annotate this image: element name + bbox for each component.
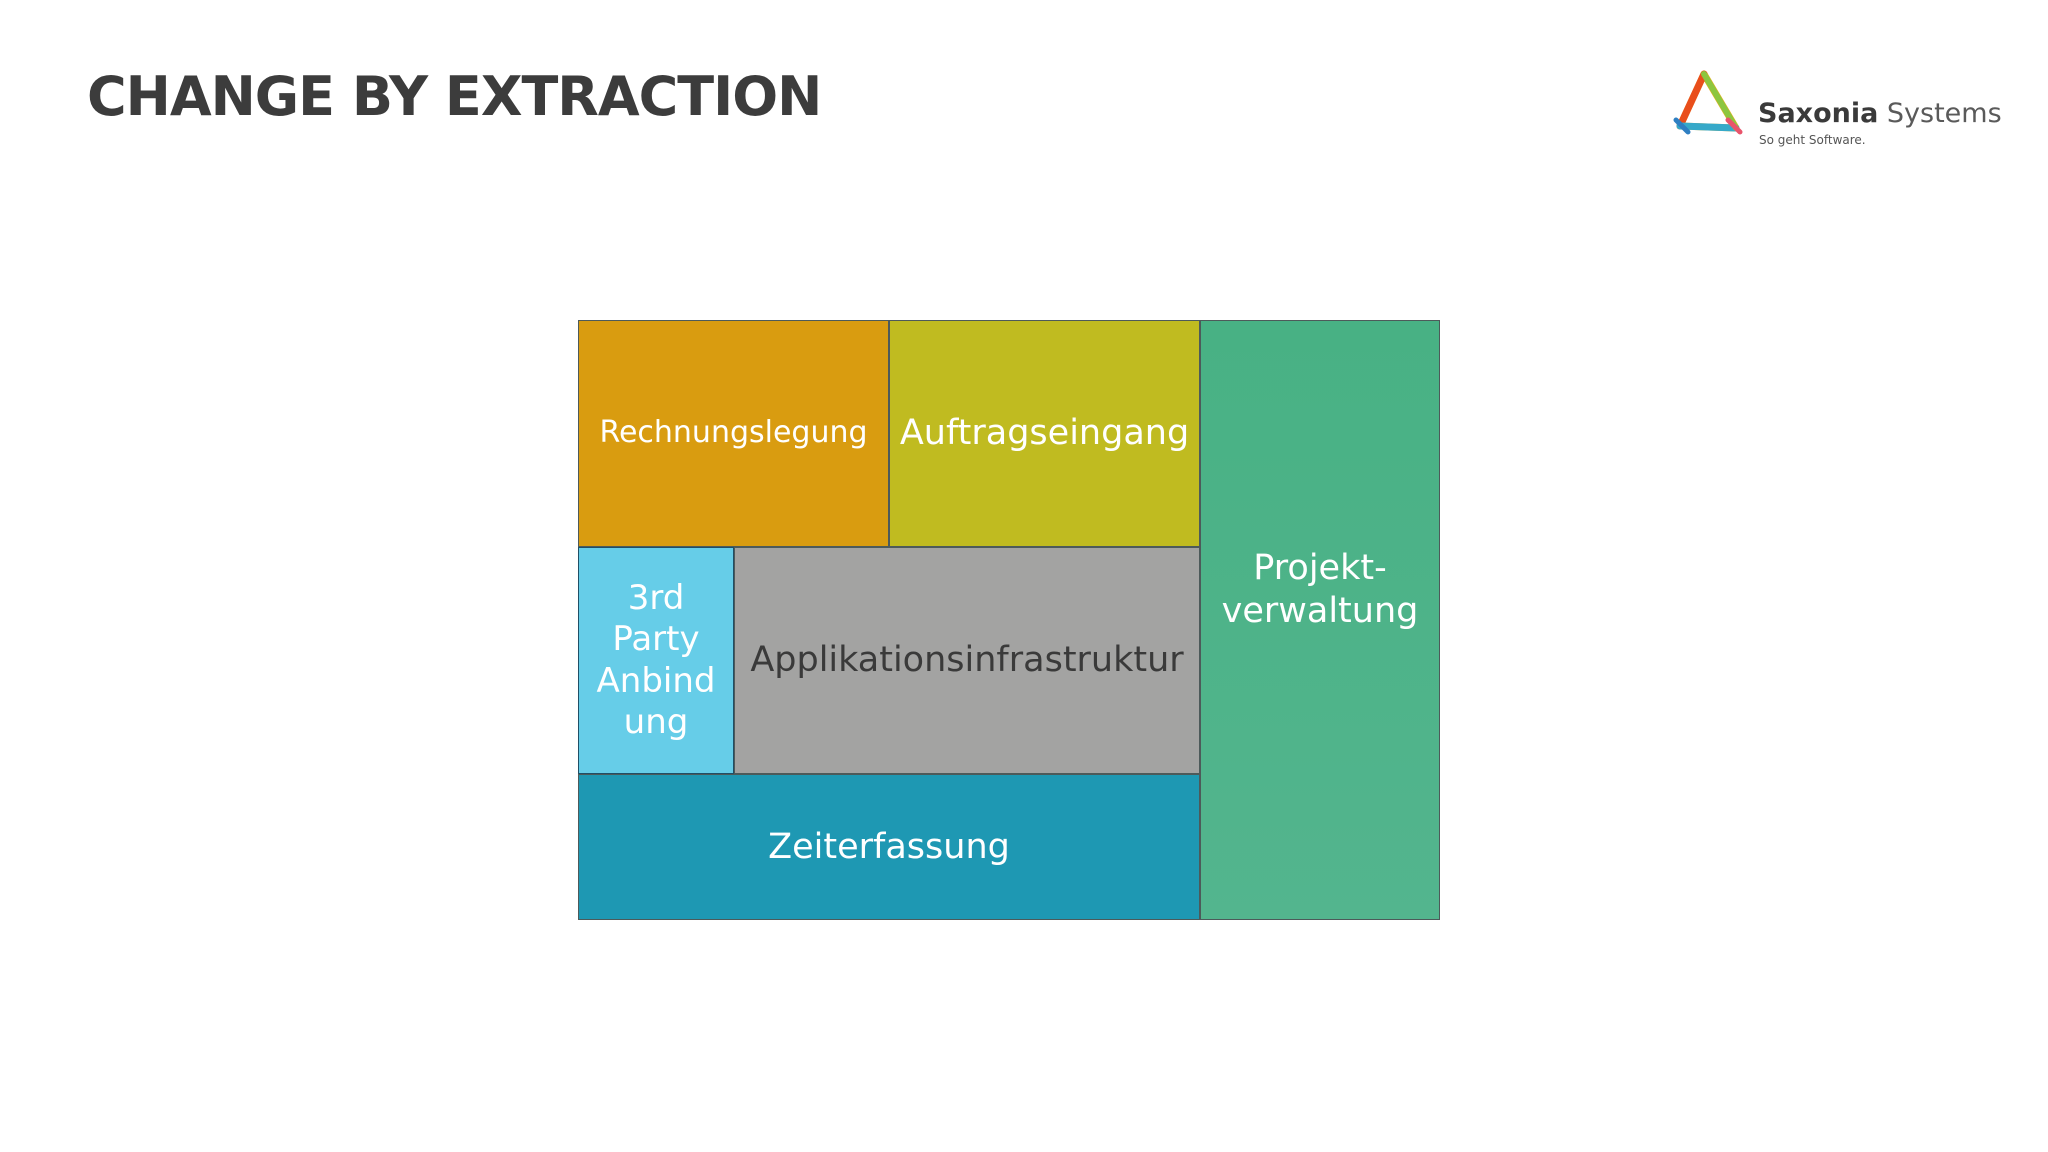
logo-name-light: Systems bbox=[1878, 98, 2002, 129]
block-auftragseingang: Auftragseingang bbox=[889, 320, 1200, 547]
block-label: Zeiterfassung bbox=[768, 826, 1010, 867]
block-zeiterfassung: Zeiterfassung bbox=[578, 774, 1200, 920]
logo-triangle-icon bbox=[1673, 70, 1743, 135]
logo-name-bold: Saxonia bbox=[1758, 98, 1879, 129]
block-label: Rechnungslegung bbox=[599, 415, 868, 451]
block-label: Applikationsinfrastruktur bbox=[750, 640, 1184, 681]
logo-wordmark: Saxonia Systems bbox=[1758, 98, 2002, 129]
block-projektverwaltung: Projekt- verwaltung bbox=[1200, 320, 1440, 920]
block-label: Projekt- verwaltung bbox=[1221, 548, 1419, 631]
block-rechnungslegung: Rechnungslegung bbox=[578, 320, 889, 547]
block-applikationsinfrastruktur: Applikationsinfrastruktur bbox=[734, 547, 1200, 774]
logo-tagline: So geht Software. bbox=[1759, 133, 1866, 147]
block-label: Auftragseingang bbox=[899, 413, 1190, 454]
block-label: 3rd Party Anbind ung bbox=[596, 577, 716, 742]
slide-title: CHANGE BY EXTRACTION bbox=[87, 65, 822, 128]
architecture-diagram: Rechnungslegung Auftragseingang Projekt-… bbox=[578, 320, 1440, 920]
saxonia-logo: Saxonia Systems So geht Software. bbox=[1668, 70, 2002, 154]
block-third-party-anbindung: 3rd Party Anbind ung bbox=[578, 547, 734, 774]
